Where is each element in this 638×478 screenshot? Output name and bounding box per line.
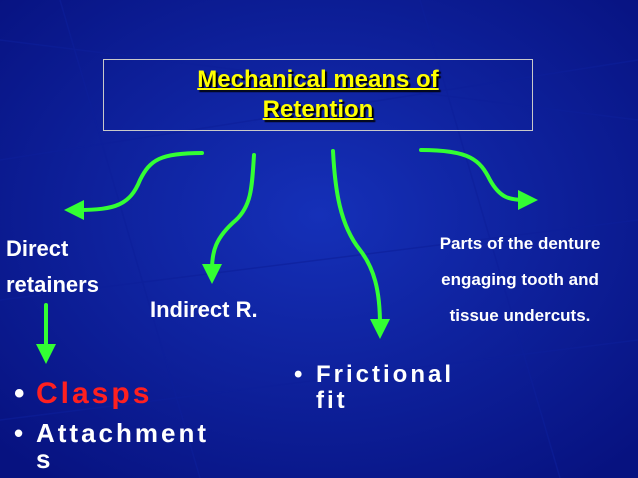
title-box: Mechanical means of Retention	[103, 59, 533, 131]
parts-line-1: Parts of the denture	[439, 234, 601, 253]
parts-line-2: engaging tooth and	[441, 270, 599, 289]
list-item-attachments-cont: s	[14, 446, 229, 472]
direct-retainer-list: Clasps Attachment s	[14, 372, 229, 472]
direct-retainers-label: Direct retainers	[6, 231, 99, 303]
frictional-list: Frictional fit	[294, 362, 474, 414]
frictional-wrap: fit	[316, 387, 348, 414]
arrow-to-parts	[419, 148, 538, 210]
list-item-frictional-cont: fit	[294, 388, 474, 414]
arrow-to-indirect	[202, 153, 256, 284]
list-item-attachments: Attachment	[14, 420, 229, 446]
direct-line-1: Direct	[6, 236, 69, 261]
list-item-clasps: Clasps	[14, 372, 229, 416]
arrow-to-frictional	[331, 149, 390, 339]
parts-of-denture-label: Parts of the denture engaging tooth and …	[410, 226, 630, 334]
parts-line-3: tissue undercuts.	[449, 306, 591, 325]
indirect-retainer-label: Indirect R.	[150, 297, 258, 322]
title-line-2: Retention	[262, 96, 374, 123]
direct-line-2: retainers	[6, 272, 99, 297]
attachments-wrap: s	[36, 444, 54, 474]
list-item-frictional: Frictional	[294, 362, 474, 389]
title-line-1: Mechanical means of	[197, 66, 439, 93]
arrow-to-direct	[64, 151, 204, 220]
